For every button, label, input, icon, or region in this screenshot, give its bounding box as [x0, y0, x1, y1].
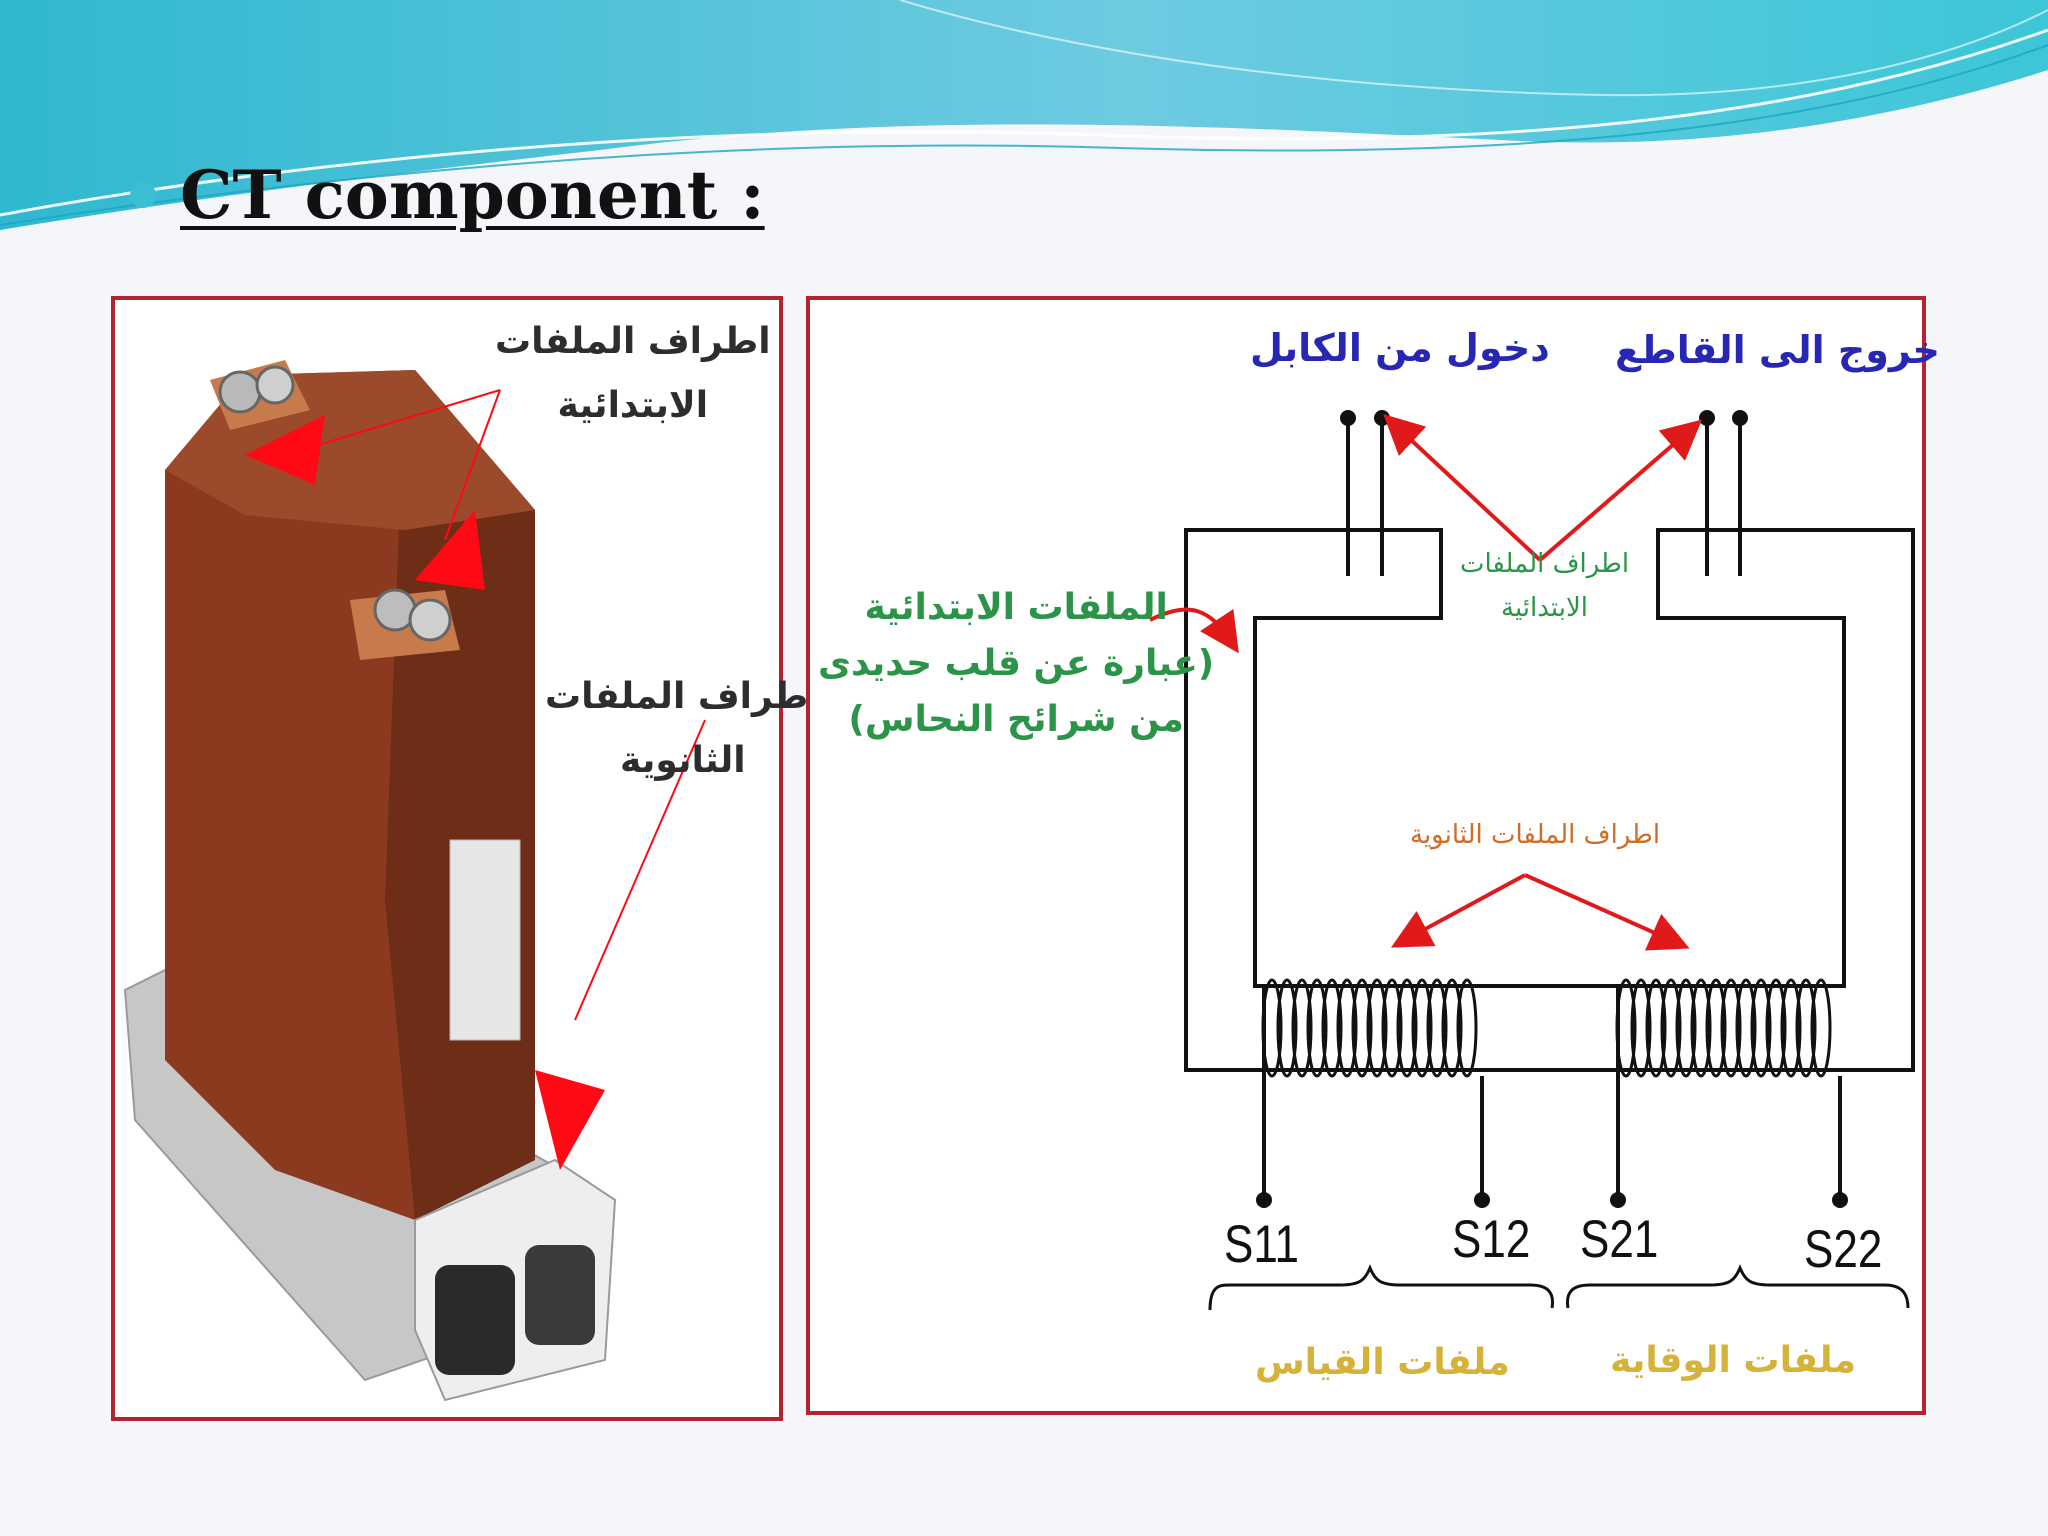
measurement-coil	[1261, 978, 1478, 1078]
coil-turn	[1660, 978, 1682, 1078]
coil-turn	[1750, 978, 1772, 1078]
breaker-out-label: خروج الى القاطع	[1615, 328, 1940, 372]
coil-turn	[1396, 978, 1418, 1078]
coil-turn	[1276, 978, 1298, 1078]
coil-turn	[1780, 978, 1802, 1078]
coil-turn	[1381, 978, 1403, 1078]
terminal-s12: S12	[1452, 1210, 1531, 1269]
coil-turn	[1675, 978, 1697, 1078]
diagram-secondary-terminals-label: اطراف الملفات الثانوية	[1410, 820, 1661, 850]
coil-turn	[1720, 978, 1742, 1078]
coil-turn	[1690, 978, 1712, 1078]
title-text: CT component :	[180, 156, 765, 234]
primary-winding-label: الملفات الابتدائية (عبارة عن قلب حديدى م…	[818, 587, 1215, 740]
diagram-primary-terminals-label: اطراف الملفات الابتدائية	[1460, 549, 1630, 623]
terminal-s21: S21	[1580, 1210, 1659, 1269]
coil-turn	[1366, 978, 1388, 1078]
coil-turn	[1630, 978, 1652, 1078]
slide-title: CT component :	[130, 150, 765, 240]
arrow-icon	[245, 415, 325, 485]
coil-turn	[1795, 978, 1817, 1078]
ct-schematic-drawing	[1149, 410, 1915, 1311]
coil-turn	[1645, 978, 1667, 1078]
arrow-icon	[535, 1070, 605, 1170]
coil-turn	[1765, 978, 1787, 1078]
coil-turn	[1336, 978, 1358, 1078]
coil-turn	[1456, 978, 1478, 1078]
coil-turn	[1411, 978, 1433, 1078]
photo-secondary-terminals-label: اطراف الملفات الثانوية	[545, 676, 821, 781]
protection-coil	[1615, 978, 1832, 1078]
top-wave-decoration	[0, 0, 2048, 230]
coil-turn	[1441, 978, 1463, 1078]
photo-primary-terminals-label: اطراف الملفات الابتدائية	[495, 321, 771, 426]
ct-schematic-panel: دخول من الكابل خروج الى القاطع الملفات ا…	[806, 296, 1940, 1415]
coil-turn	[1735, 978, 1757, 1078]
protection-coils-label: ملفات الوقاية	[1610, 1340, 1856, 1381]
coil-turn	[1615, 978, 1637, 1078]
coil-turn	[1291, 978, 1313, 1078]
coil-turn	[1705, 978, 1727, 1078]
measurement-coils-label: ملفات القياس	[1255, 1342, 1510, 1383]
coil-turn	[1321, 978, 1343, 1078]
cable-in-label: دخول من الكابل	[1250, 326, 1550, 370]
arrow-icon	[415, 510, 485, 590]
ct-photo-illustration	[123, 360, 706, 1402]
ct-photo-panel: اطراف الملفات الابتدائية اطراف الملفات ا…	[111, 296, 821, 1421]
bullet-dot	[130, 182, 156, 208]
terminal-s22: S22	[1804, 1220, 1883, 1279]
coil-turn	[1306, 978, 1328, 1078]
coil-turn	[1426, 978, 1448, 1078]
coil-turn	[1261, 978, 1283, 1078]
coil-turn	[1810, 978, 1832, 1078]
terminal-s11: S11	[1224, 1215, 1300, 1274]
coil-turn	[1351, 978, 1373, 1078]
